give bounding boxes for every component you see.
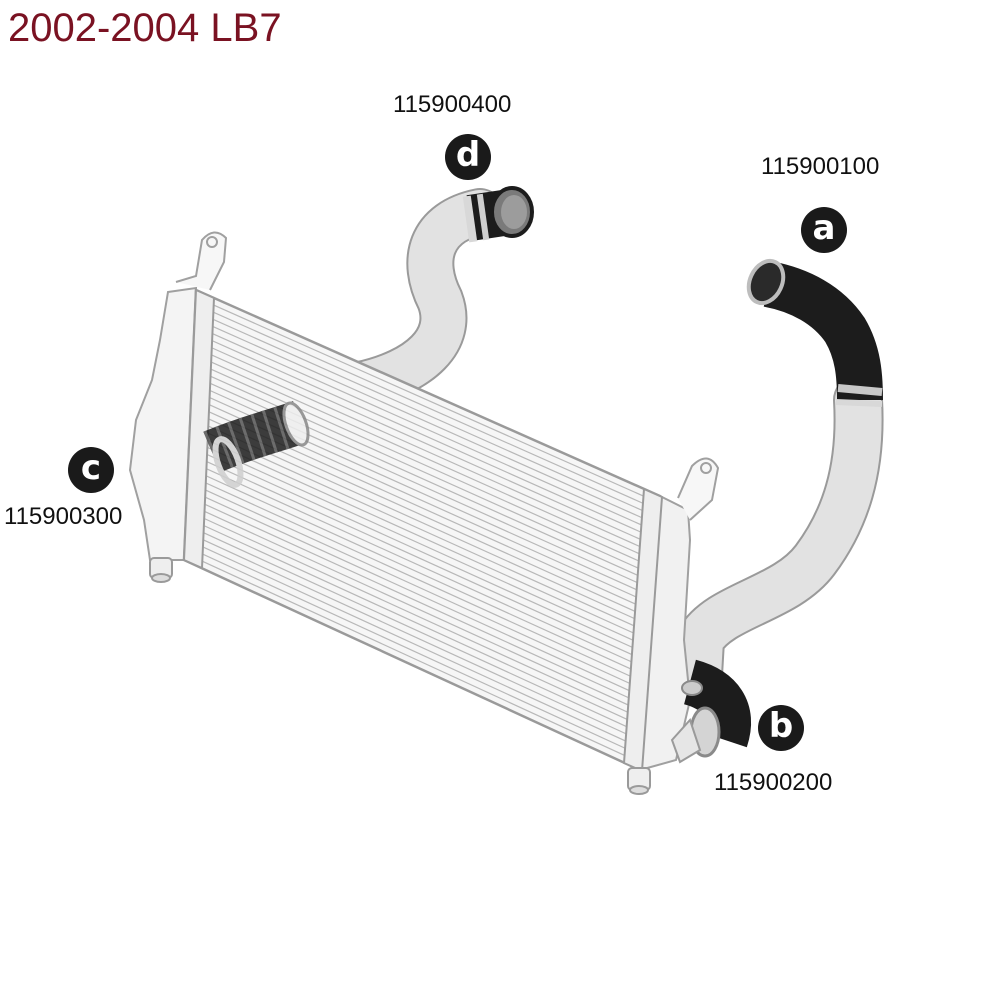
core-fin-line	[189, 438, 650, 648]
core-fin-line	[192, 360, 655, 569]
core-fin-line	[188, 445, 649, 656]
mounting-feet	[149, 557, 651, 795]
core-fin-line	[192, 353, 656, 562]
core-fin-line	[189, 431, 650, 641]
core-fin-line	[184, 545, 642, 757]
core-fin-line	[188, 459, 648, 670]
core-fin-line	[194, 317, 659, 526]
core-fin-line	[188, 452, 649, 663]
core-fin-line	[193, 332, 658, 540]
core-fin-line	[187, 467, 648, 677]
callout-badge-c: c	[68, 447, 114, 493]
core-fin-line	[192, 367, 655, 576]
part-number-b: 115900200	[714, 769, 833, 796]
core-fin-line	[187, 481, 647, 692]
part-number-a: 115900100	[761, 153, 880, 180]
right-bracket	[677, 457, 720, 521]
callout-badge-d: d	[445, 134, 491, 180]
diagram-title: 2002-2004 LB7	[8, 6, 282, 50]
core-fin-line	[185, 531, 643, 742]
core-fin-line	[185, 509, 644, 721]
core-fin-line	[186, 502, 645, 713]
intercooler	[128, 231, 720, 795]
core-fin-line	[184, 552, 641, 764]
core-fin-line	[195, 303, 660, 511]
core-fin-line	[193, 346, 657, 555]
core-fin-line	[186, 488, 646, 699]
core-fin-line	[185, 523, 643, 735]
core-fin-line	[193, 339, 657, 548]
hose-b	[670, 659, 752, 764]
part-number-d: 115900400	[393, 91, 512, 118]
callout-badge-a: a	[801, 207, 847, 253]
left-bracket	[175, 231, 228, 291]
core-fin-line	[187, 474, 647, 685]
pipe-a-route	[673, 375, 884, 700]
core-fin-line	[184, 538, 642, 749]
core-fin-line	[186, 495, 645, 706]
core-fin-line	[195, 296, 660, 504]
hose-c	[203, 401, 310, 488]
hose-d	[462, 186, 534, 243]
hose-a	[746, 258, 883, 407]
core-fin-line	[194, 324, 658, 533]
core-fin-line	[189, 424, 651, 634]
callout-badge-b: b	[758, 705, 804, 751]
part-number-c: 115900300	[4, 503, 123, 530]
core-fin-line	[194, 310, 659, 519]
core-fin-line	[185, 516, 644, 728]
